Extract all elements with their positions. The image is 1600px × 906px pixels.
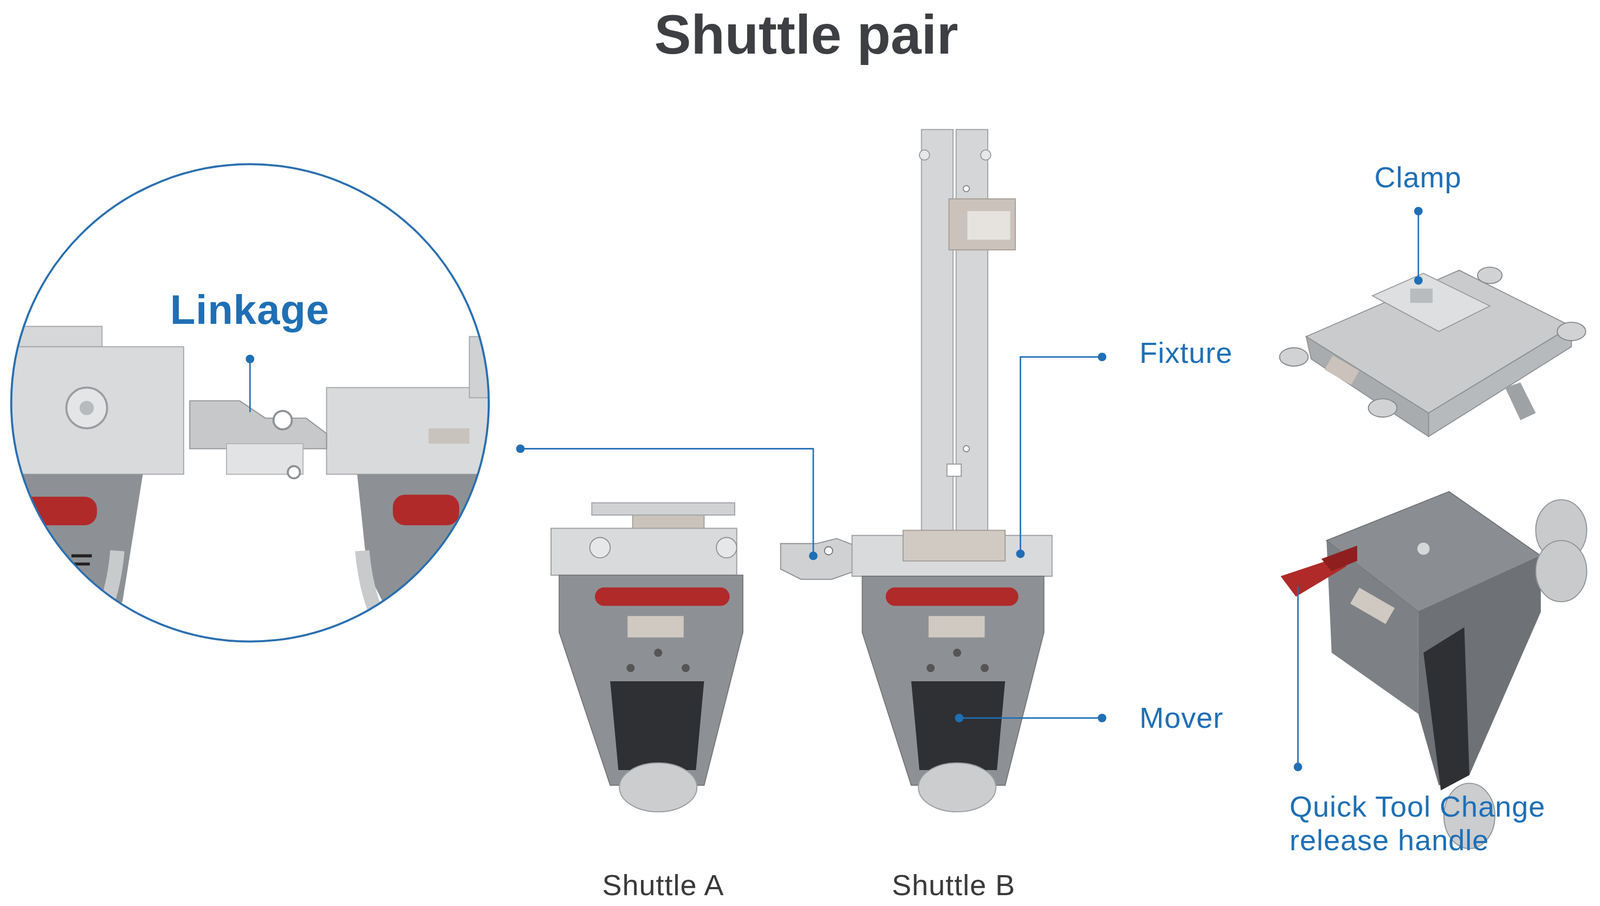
linkage-closeup <box>0 152 511 664</box>
shuttle-b <box>852 530 1053 813</box>
part-label: Shuttle B <box>891 868 1016 903</box>
shuttle-a <box>551 502 743 813</box>
clamp-part <box>1279 267 1586 437</box>
title: Shuttle pair <box>653 3 958 67</box>
leader-lines <box>246 207 1423 772</box>
callout-label: Linkage <box>170 286 330 334</box>
callout-label: Mover <box>1139 701 1224 735</box>
callout-label: Clamp <box>1374 160 1462 194</box>
callout-label: Quick Tool Change release handle <box>1289 789 1591 858</box>
fixture <box>919 129 1016 536</box>
callout-label: Fixture <box>1139 335 1233 370</box>
part-label: Shuttle A <box>601 868 724 903</box>
